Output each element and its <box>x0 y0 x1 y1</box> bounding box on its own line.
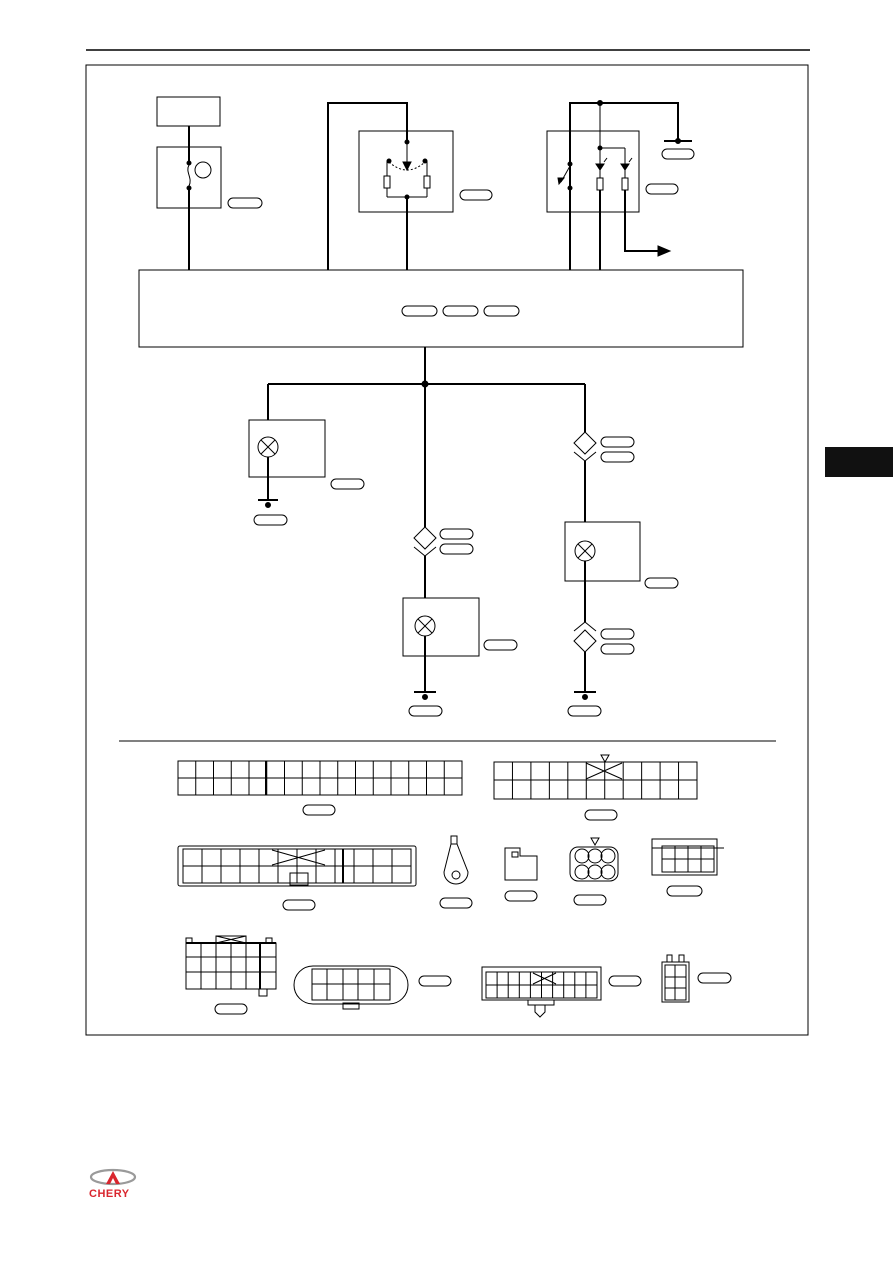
single-terminal-view <box>504 847 538 881</box>
connector-right-top <box>573 431 597 522</box>
connector-right-top-tag-b <box>600 451 635 463</box>
diagram-frame <box>85 64 809 1036</box>
oval-connector-tag <box>418 975 452 987</box>
ground-left-label-tag <box>253 514 288 526</box>
connector-view-b <box>493 754 698 800</box>
connector-right-top-tag-a <box>600 436 635 448</box>
connector-view-c-tag <box>282 899 316 911</box>
small-ten-pin-view <box>651 838 724 876</box>
section-tab-marker <box>825 447 893 477</box>
lamp-center <box>402 597 480 700</box>
lamp-left-label-tag <box>330 478 365 490</box>
combination-switch <box>546 100 692 270</box>
control-module <box>138 269 744 348</box>
connector-view-a <box>177 760 463 796</box>
fuse-label-tag <box>227 197 263 209</box>
power-source-box <box>156 96 221 127</box>
connector-center <box>413 526 437 598</box>
switch-component <box>327 102 454 270</box>
ring-terminal-view <box>443 835 469 885</box>
small-ten-pin-tag <box>666 885 703 897</box>
lamp-right-label-tag <box>644 577 679 589</box>
ground-label-tag <box>661 148 695 160</box>
round-six-pin-tag <box>573 894 607 906</box>
ground-right-label-tag <box>567 705 602 717</box>
connector-view-b-tag <box>584 809 618 821</box>
wide-connector-view <box>481 966 602 1018</box>
oval-connector-view <box>293 965 409 1010</box>
lamp-right <box>564 521 641 622</box>
switch-label-tag <box>459 189 493 201</box>
small-six-pin-view <box>661 954 690 1003</box>
ring-terminal-tag <box>439 897 473 909</box>
connector-right-bottom <box>573 621 597 700</box>
connector-view-a-tag <box>302 804 336 816</box>
ground-center-label-tag <box>408 705 443 717</box>
chery-logo-icon <box>89 1168 137 1186</box>
combination-switch-label-tag <box>645 183 679 195</box>
connector-center-tag-b <box>439 543 474 555</box>
round-six-pin-view <box>569 837 619 882</box>
junction-node <box>421 380 429 388</box>
small-six-pin-tag <box>697 972 732 984</box>
single-terminal-tag <box>504 890 538 902</box>
connector-right-bottom-tag-a <box>600 628 635 640</box>
connector-center-tag-a <box>439 528 474 540</box>
tall-connector-tag <box>214 1003 248 1015</box>
tall-connector-view <box>185 935 277 997</box>
output-wiring <box>267 347 586 527</box>
fuse-box <box>156 126 222 270</box>
wide-connector-tag <box>608 975 642 987</box>
lamp-center-label-tag <box>483 639 518 651</box>
connector-right-bottom-tag-b <box>600 643 635 655</box>
lamp-left <box>248 419 326 508</box>
connector-view-c <box>177 845 417 887</box>
brand-name: CHERY <box>89 1188 130 1200</box>
